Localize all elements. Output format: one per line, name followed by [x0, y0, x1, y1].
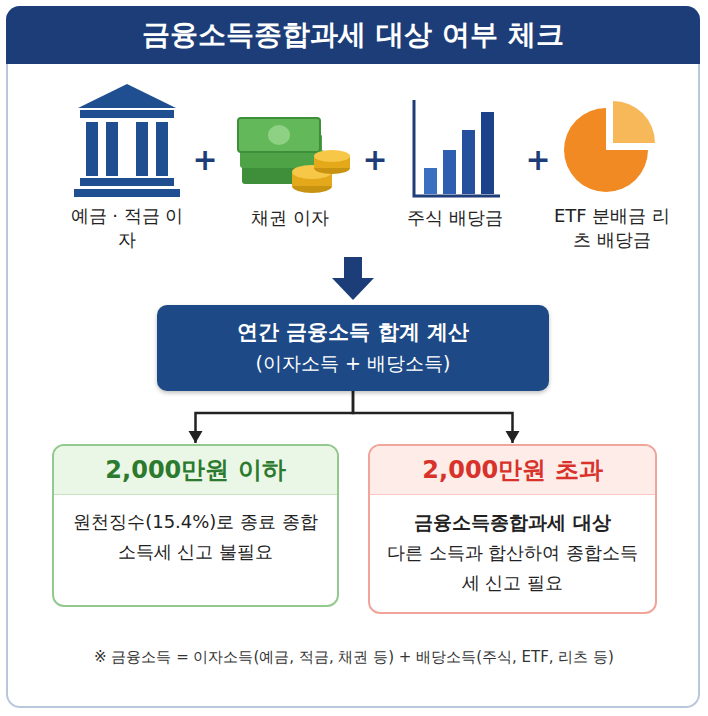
result-emphasis: 금융소득종합과세 대상 — [370, 507, 655, 538]
result-body: 원천징수(15.4%)로 종료 종합소득세 신고 불필요 — [54, 507, 337, 566]
arrow-head — [506, 431, 520, 443]
pie-chart-icon — [564, 101, 655, 192]
bar-chart-icon — [414, 100, 500, 196]
calc-subtitle: (이자소득 + 배당소득) — [173, 349, 533, 378]
plus-sign: + — [185, 140, 225, 181]
caption: ※ 금융소득 = 이자소득(예금, 적금, 채권 등) + 배당소득(주식, E… — [14, 648, 694, 667]
calc-heading: 연간 금융소득 합계 계산 — [173, 317, 533, 349]
bank-icon — [74, 84, 180, 197]
source-label: 예금 · 적금 이자 — [68, 204, 186, 253]
money-icon — [238, 118, 350, 193]
title: 금융소득종합과세 대상 여부 체크 — [6, 6, 700, 64]
connector-line — [196, 391, 354, 443]
down-arrow — [332, 257, 374, 300]
source-label: 채권 이자 — [231, 206, 349, 230]
source-label: 주식 배당금 — [396, 206, 514, 230]
result-body: 다른 소득과 합산하여 종합소득세 신고 필요 — [370, 538, 655, 597]
arrow-head — [189, 431, 203, 443]
split-connector — [189, 391, 354, 443]
connector-line — [353, 391, 513, 443]
result-heading: 2,000만원 이하 — [54, 446, 337, 495]
plus-sign: + — [355, 140, 395, 181]
plus-sign: + — [518, 140, 558, 181]
result-box-over: 2,000만원 초과금융소득종합과세 대상다른 소득과 합산하여 종합소득세 신… — [368, 444, 657, 614]
source-label: ETF 분배금 리츠 배당금 — [553, 204, 671, 253]
result-heading: 2,000만원 초과 — [370, 446, 655, 495]
calc-box: 연간 금융소득 합계 계산(이자소득 + 배당소득) — [157, 305, 549, 391]
split-connector — [353, 391, 520, 443]
result-box-under: 2,000만원 이하원천징수(15.4%)로 종료 종합소득세 신고 불필요 — [52, 444, 339, 607]
